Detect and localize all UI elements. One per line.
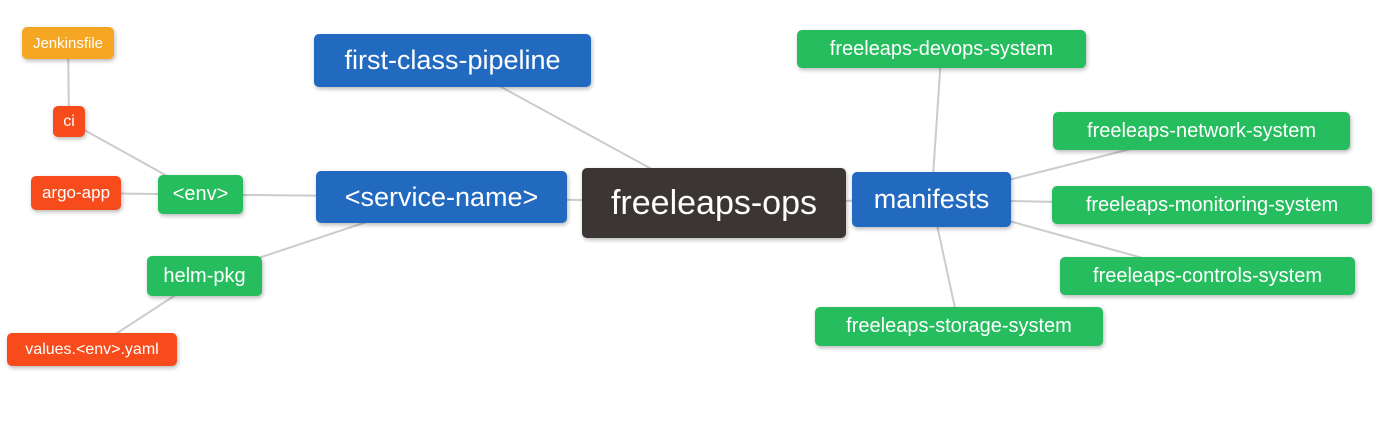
node-first-class-pipeline[interactable]: first-class-pipeline <box>314 34 591 87</box>
node-env[interactable]: <env> <box>158 175 243 214</box>
node-ci[interactable]: ci <box>53 106 85 137</box>
node-label-freeleaps-network-system: freeleaps-network-system <box>1087 119 1316 142</box>
node-label-ci: ci <box>63 112 75 130</box>
node-freeleaps-ops[interactable]: freeleaps-ops <box>582 168 846 238</box>
node-label-service-name: <service-name> <box>344 181 539 212</box>
node-service-name[interactable]: <service-name> <box>316 171 567 223</box>
node-freeleaps-monitoring-system[interactable]: freeleaps-monitoring-system <box>1052 186 1372 224</box>
node-label-freeleaps-devops-system: freeleaps-devops-system <box>829 37 1054 60</box>
node-label-freeleaps-monitoring-system: freeleaps-monitoring-system <box>1085 193 1339 216</box>
node-label-manifests: manifests <box>873 184 990 214</box>
node-freeleaps-controls-system[interactable]: freeleaps-controls-system <box>1060 257 1355 295</box>
node-freeleaps-devops-system[interactable]: freeleaps-devops-system <box>797 30 1086 68</box>
node-label-first-class-pipeline: first-class-pipeline <box>344 45 561 75</box>
node-manifests[interactable]: manifests <box>852 172 1011 227</box>
node-label-env: <env> <box>172 183 229 205</box>
node-label-helm-pkg: helm-pkg <box>163 264 246 287</box>
node-values-env-yaml[interactable]: values.<env>.yaml <box>7 333 177 366</box>
node-jenkinsfile[interactable]: Jenkinsfile <box>22 27 114 59</box>
node-label-freeleaps-storage-system: freeleaps-storage-system <box>846 315 1072 337</box>
node-label-values-env-yaml: values.<env>.yaml <box>25 340 159 358</box>
node-label-freeleaps-ops: freeleaps-ops <box>610 183 817 222</box>
node-argo-app[interactable]: argo-app <box>31 176 121 210</box>
node-label-argo-app: argo-app <box>41 183 111 202</box>
node-label-jenkinsfile: Jenkinsfile <box>32 34 104 52</box>
node-label-freeleaps-controls-system: freeleaps-controls-system <box>1093 264 1322 287</box>
node-freeleaps-storage-system[interactable]: freeleaps-storage-system <box>815 307 1103 346</box>
node-freeleaps-network-system[interactable]: freeleaps-network-system <box>1053 112 1350 150</box>
node-helm-pkg[interactable]: helm-pkg <box>147 256 262 296</box>
